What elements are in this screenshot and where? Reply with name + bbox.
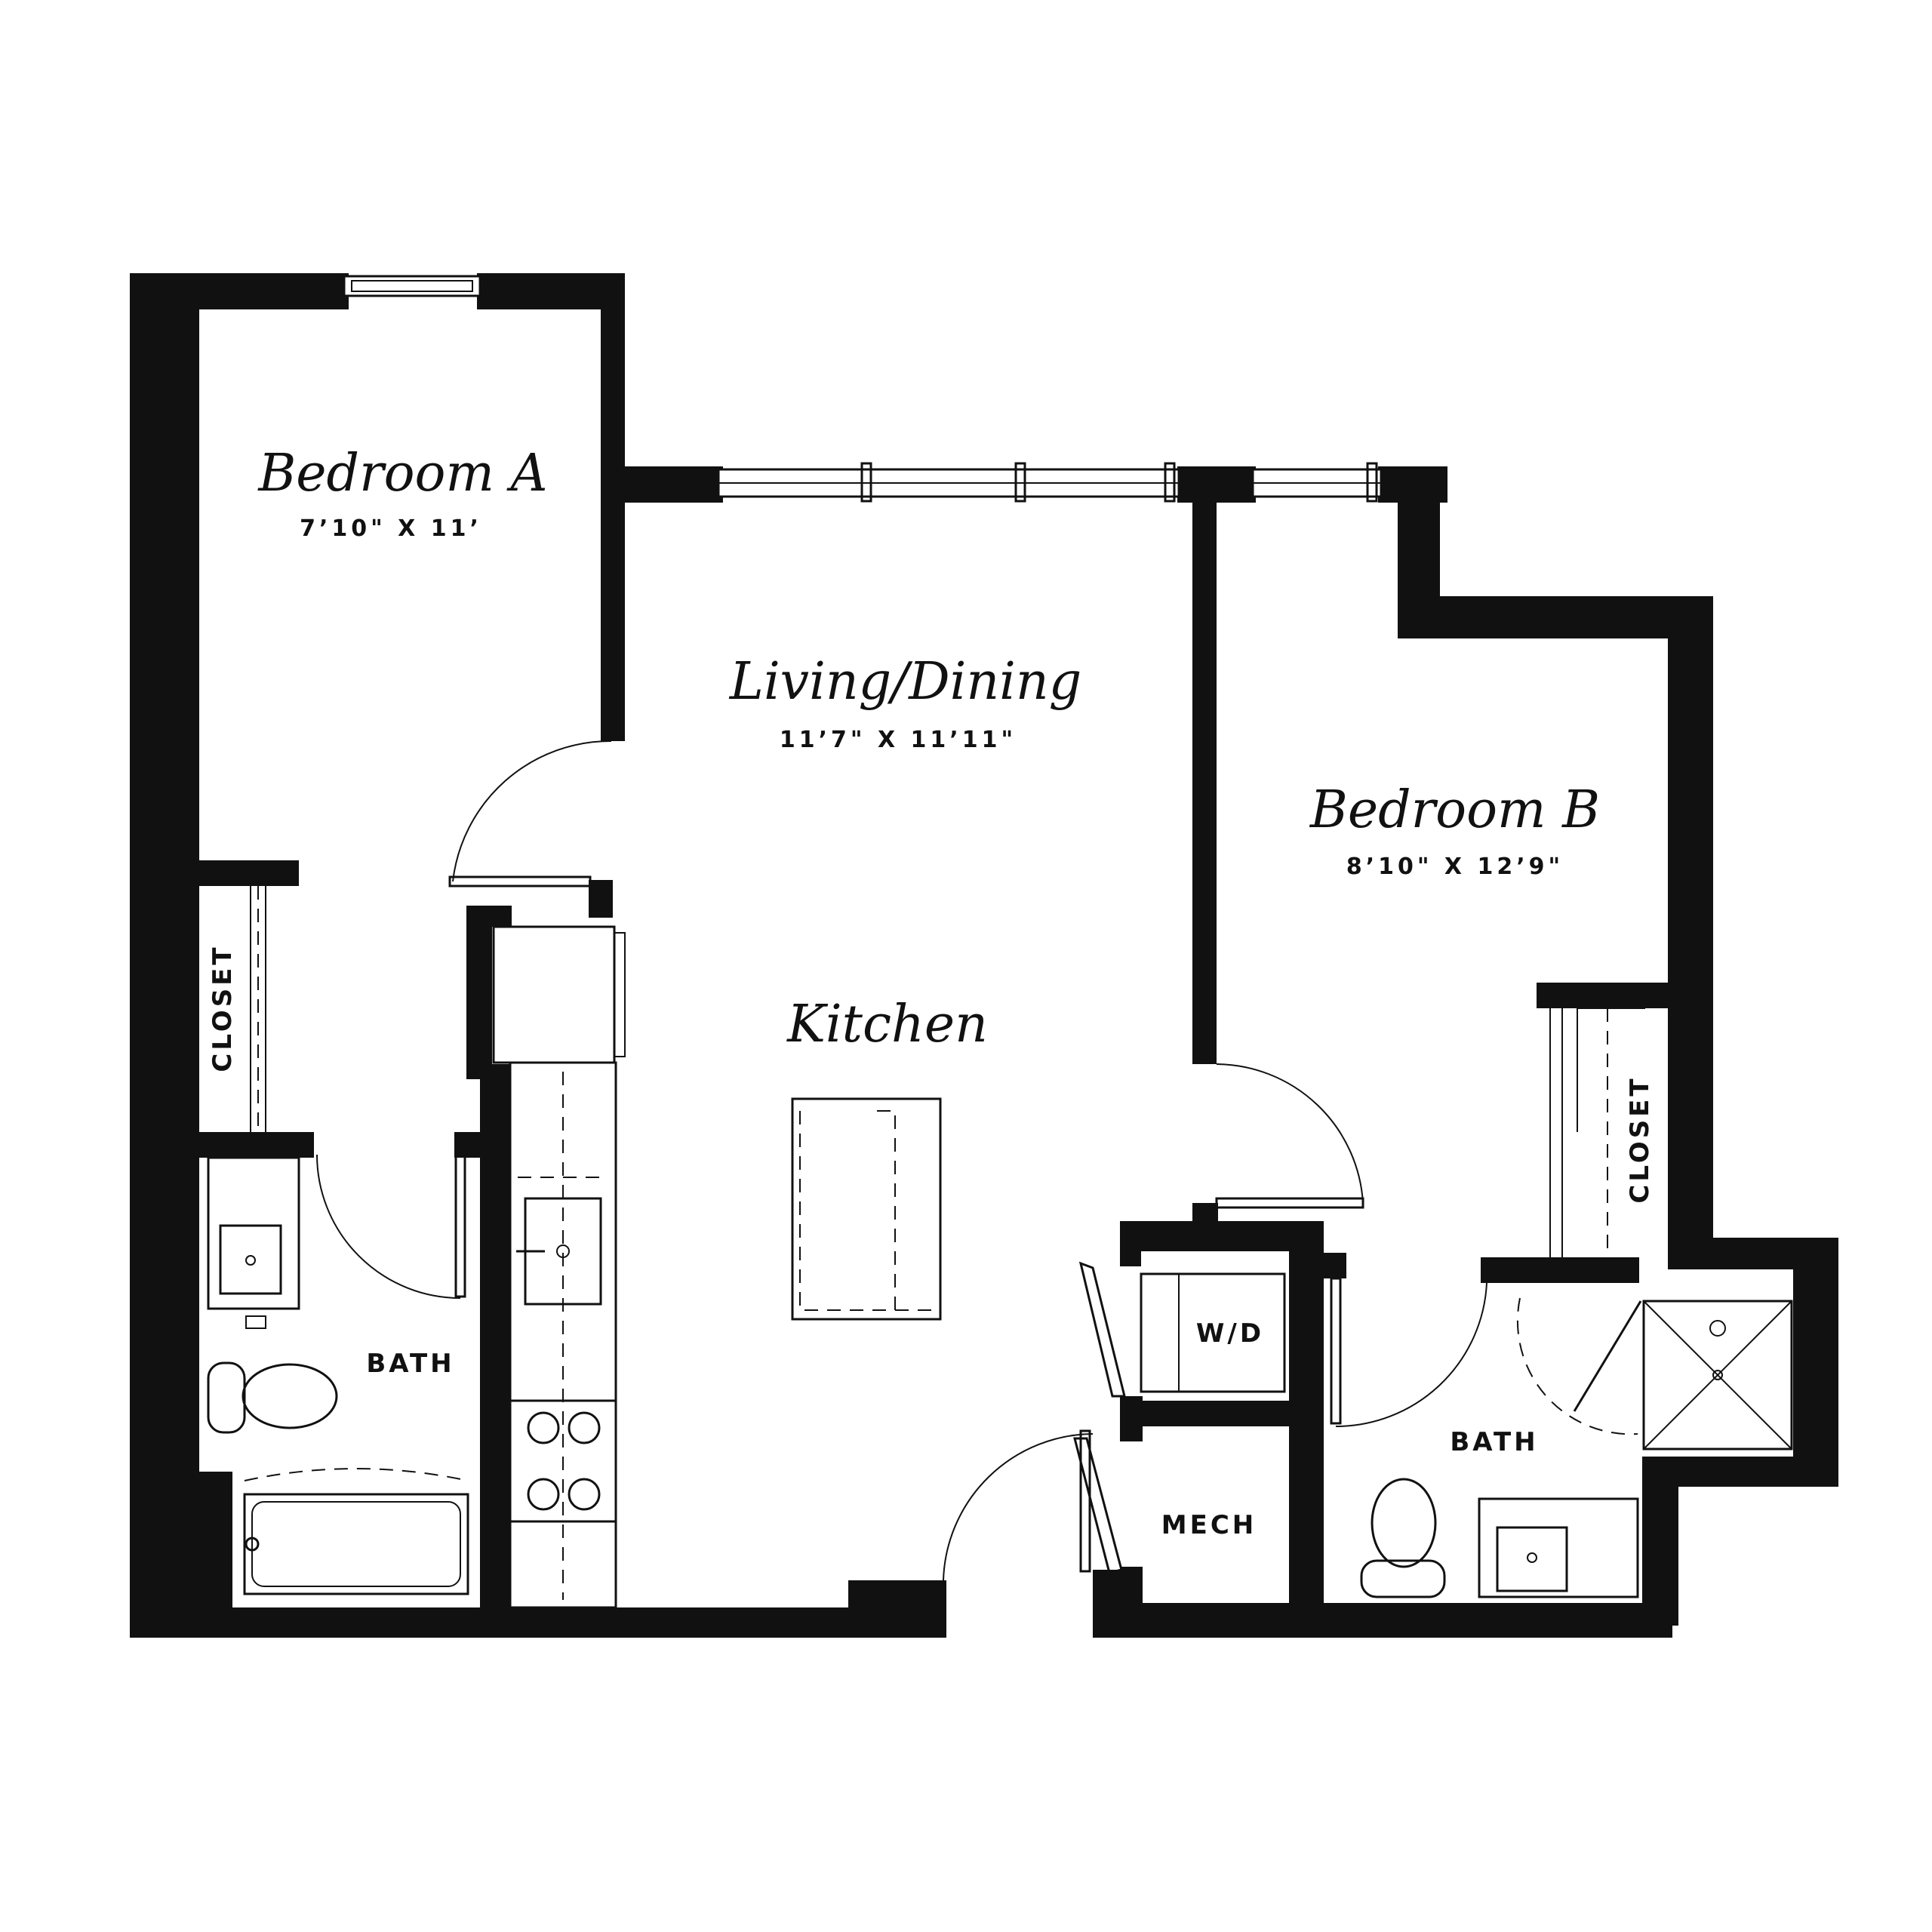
walls (130, 273, 1838, 1638)
door-swing-bedroom-b (1216, 1063, 1364, 1204)
door-swing-bath-b (1335, 1282, 1487, 1428)
wall-laundry-right-notch (1289, 1253, 1346, 1278)
toilet-b (1371, 1478, 1437, 1568)
washer-dryer (1140, 1272, 1286, 1393)
wall-top-bedroom-a-right (477, 273, 625, 309)
wall-bottom-jog (848, 1580, 946, 1638)
doors (316, 740, 1638, 1581)
vanity-a (207, 1156, 300, 1310)
door-mech-bifold (1073, 1437, 1123, 1574)
vanity-b (1478, 1497, 1639, 1598)
wd-label: W/D (1196, 1318, 1264, 1349)
window-bedroom-a (343, 275, 481, 297)
range (509, 1399, 617, 1523)
room-labels: Bedroom A 7’10" X 11’ Living/Dining 11’7… (208, 444, 1655, 1540)
bathtub-a (243, 1493, 469, 1595)
sink-a (219, 1224, 282, 1295)
kitchen-fixtures (492, 925, 942, 1609)
closet-b-label: CLOSET (1625, 1075, 1655, 1203)
kitchen-island (791, 1097, 942, 1321)
wall-shower-right (1793, 1238, 1838, 1487)
wall-top-bedroom-a (130, 273, 349, 309)
wall-bath-b-right (1642, 1457, 1678, 1626)
wall-bottom-right (1114, 1603, 1672, 1638)
wall-bath-a-top-right (454, 1132, 510, 1158)
wall-laundry-jamb (1120, 1396, 1143, 1441)
burner (568, 1411, 601, 1444)
toilet-a (242, 1363, 338, 1429)
burner (527, 1411, 560, 1444)
burner (568, 1478, 601, 1511)
wall-bottom-left (130, 1607, 877, 1638)
kitchen-name: Kitchen (786, 995, 988, 1054)
door-bath-b (1330, 1277, 1342, 1425)
door-bedroom-b (1215, 1197, 1364, 1209)
door-swing-entry (943, 1433, 1094, 1581)
wall-bedroom-b-right (1668, 596, 1713, 1245)
wall-closet-a-top (199, 860, 299, 886)
door-bath-a (454, 1153, 466, 1298)
burner (527, 1478, 560, 1511)
shower-b (1642, 1300, 1793, 1451)
wall-laundry-notch (1192, 1203, 1218, 1233)
wall-closet-b-top-jamb (1537, 983, 1559, 1008)
bedroom-a-name: Bedroom A (257, 444, 547, 503)
wall-living-bedroom-b (1192, 466, 1217, 1064)
door-bedroom-a (448, 875, 592, 888)
door-laundry-bifold (1078, 1261, 1126, 1398)
bath-b-fixtures (1360, 1300, 1793, 1598)
kitchen-counter (509, 1061, 617, 1609)
laundry-fixtures (1128, 1222, 1286, 1393)
bedroom-a-dims: 7’10" X 11’ (300, 515, 482, 542)
wall-kitchen-left-upper (466, 906, 492, 1079)
wall-bedroom-a-right (601, 273, 625, 741)
wall-left (130, 273, 199, 1638)
wall-top-living-left (601, 466, 723, 503)
bedroom-b-dims: 8’10" X 12’9" (1346, 854, 1564, 880)
door-swing-bath-a (316, 1154, 461, 1299)
bath-b-label: BATH (1450, 1427, 1538, 1457)
wall-bath-a-bottom-left (199, 1472, 232, 1607)
bath-a-fixtures (207, 1156, 469, 1595)
door-swing-bedroom-a (452, 740, 612, 882)
bedroom-b-name: Bedroom B (1309, 780, 1600, 840)
wall-mech-jamb (1120, 1567, 1143, 1638)
wall-kitchen-left-top (466, 906, 512, 927)
closet-b (1549, 1008, 1645, 1257)
wall-laundry-top-left (1120, 1221, 1141, 1266)
living-dining-dims: 11’7" X 11’11" (780, 727, 1017, 753)
closet-a (250, 886, 266, 1132)
windows (343, 275, 1383, 503)
sink-b (1496, 1526, 1568, 1592)
wall-closet-a-bottom (199, 1132, 314, 1158)
refrigerator (492, 925, 616, 1064)
living-dining-name: Living/Dining (728, 652, 1081, 712)
wall-bedroom-b-top2 (1398, 596, 1713, 638)
closet-a-label: CLOSET (208, 944, 238, 1072)
wall-laundry-mech-divider (1120, 1401, 1324, 1426)
wall-door-a-jamb (589, 880, 613, 918)
bath-a-label: BATH (366, 1349, 454, 1379)
mech-label: MECH (1161, 1510, 1257, 1540)
wall-bath-b-top (1481, 1257, 1639, 1283)
